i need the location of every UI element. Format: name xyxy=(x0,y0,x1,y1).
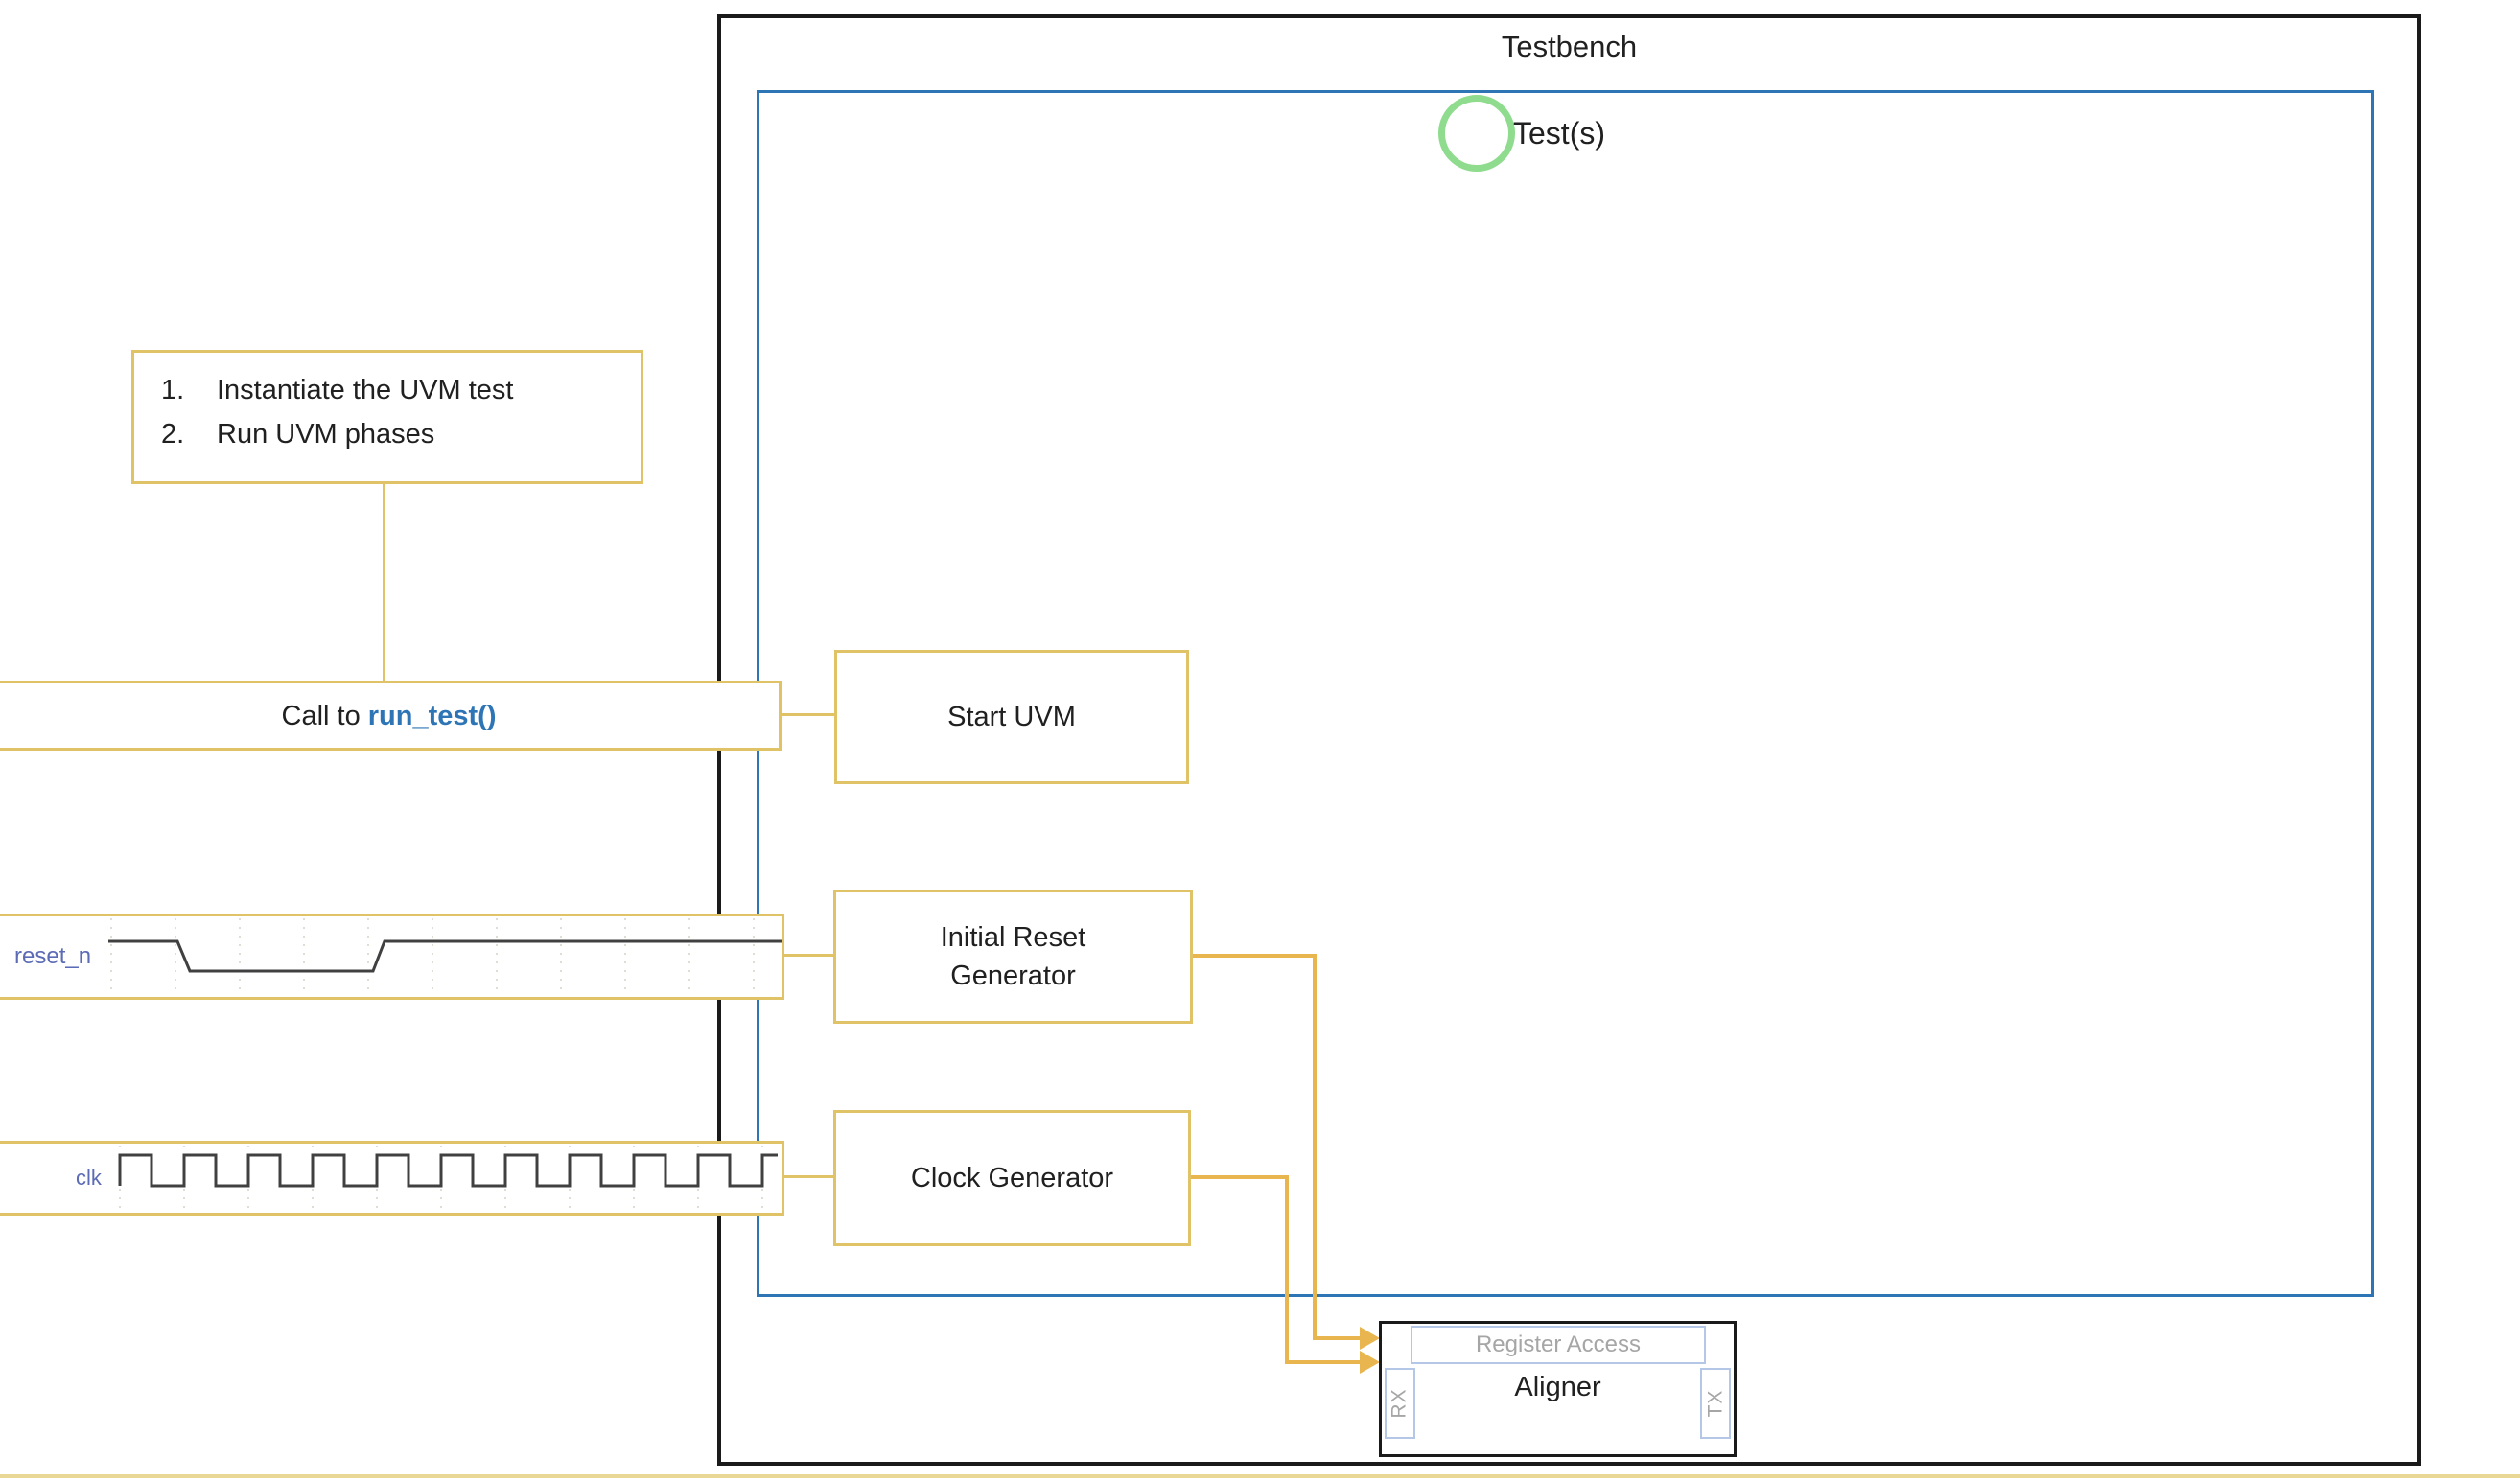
annotation-item-text: Instantiate the UVM test xyxy=(217,375,514,405)
arrowhead-cg-to-aligner-icon xyxy=(1360,1351,1380,1374)
call-prefix-text: Call to xyxy=(281,700,368,731)
annotation-item-text: Run UVM phases xyxy=(217,419,435,450)
rx-port: RX xyxy=(1385,1368,1415,1439)
clock-generator-box: Clock Generator xyxy=(833,1110,1191,1246)
run-test-code-text: run_test() xyxy=(367,700,497,731)
annotation-box: 1. Instantiate the UVM test 2. Run UVM phas… xyxy=(131,350,643,484)
call-run-test-box: Call to run_test() xyxy=(0,681,782,751)
aligner-title: Aligner xyxy=(1514,1372,1601,1402)
connector-irg-h2 xyxy=(1313,1336,1362,1340)
test-circle-icon xyxy=(1438,95,1515,172)
reset-signal-label: reset_n xyxy=(14,943,92,969)
clk-signal-label: clk xyxy=(76,1166,102,1190)
connector-cg-v xyxy=(1285,1175,1289,1364)
annotation-list-item: 1. Instantiate the UVM test xyxy=(161,368,631,412)
call-run-test-label: Call to run_test() xyxy=(282,697,497,735)
testbench-title: Testbench xyxy=(1501,30,1638,63)
connector-resetwave-to-irg xyxy=(782,954,835,957)
connector-cg-h2 xyxy=(1285,1360,1362,1364)
annotation-item-number: 2. xyxy=(161,419,185,450)
register-access-port: Register Access xyxy=(1411,1326,1706,1364)
tx-port: TX xyxy=(1700,1368,1731,1439)
register-access-label: Register Access xyxy=(1475,1331,1642,1357)
initial-reset-generator-box: Initial Reset Generator xyxy=(833,890,1193,1024)
clk-waveform xyxy=(118,1146,778,1211)
aligner-box: Register Access RX TX Aligner xyxy=(1379,1321,1737,1457)
annotation-list-item: 2. Run UVM phases xyxy=(161,412,631,456)
clk-waveform-box: clk xyxy=(0,1141,784,1216)
start-uvm-box: Start UVM xyxy=(834,650,1189,784)
reset-waveform xyxy=(108,918,782,995)
tests-title: Test(s) xyxy=(1513,116,1605,151)
connector-call-to-startuvm xyxy=(779,713,836,716)
connector-cg-h1 xyxy=(1189,1175,1289,1179)
connector-clkwave-to-cg xyxy=(782,1175,835,1178)
connector-irg-h1 xyxy=(1191,954,1317,958)
connector-irg-v xyxy=(1313,954,1317,1340)
reset-waveform-box: reset_n xyxy=(0,914,784,1000)
initial-reset-generator-label: Initial Reset Generator xyxy=(940,922,1086,991)
connector-annotation-vertical xyxy=(383,484,385,682)
start-uvm-label: Start UVM xyxy=(947,702,1076,732)
annotation-item-number: 1. xyxy=(161,375,185,405)
arrowhead-irg-to-aligner-icon xyxy=(1360,1327,1380,1350)
bottom-cutoff-box-edge xyxy=(0,1474,2520,1478)
clock-generator-label: Clock Generator xyxy=(910,1163,1114,1193)
